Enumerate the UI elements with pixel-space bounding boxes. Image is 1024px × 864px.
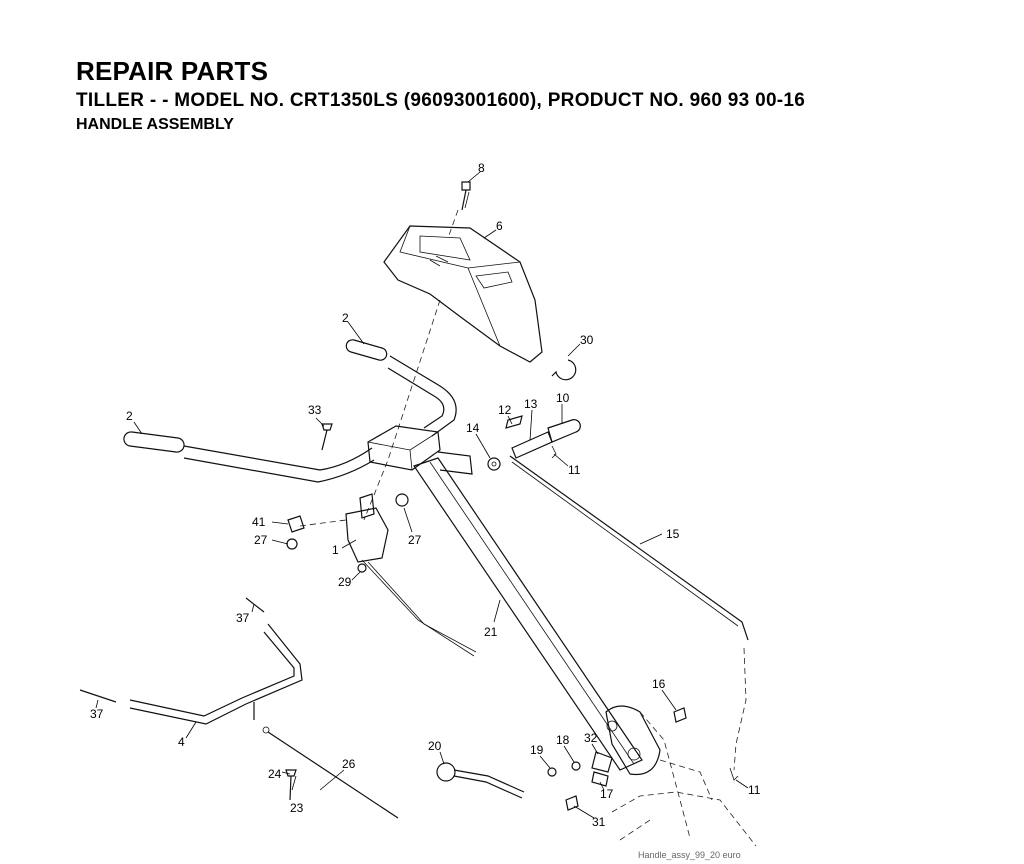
callout-23: 23	[290, 801, 304, 815]
file-label: Handle_assy_99_20 euro	[638, 850, 741, 860]
callout-33: 33	[308, 403, 322, 417]
callout-16: 16	[652, 677, 666, 691]
page-title: REPAIR PARTS	[76, 56, 269, 86]
callout-19: 19	[530, 743, 544, 757]
callout-29: 29	[338, 575, 352, 589]
callout-2-lower: 2	[126, 409, 133, 423]
screw-8	[461, 181, 471, 211]
callout-6: 6	[496, 219, 503, 233]
callout-2-upper: 2	[342, 311, 349, 325]
control-lever-parts	[487, 415, 581, 471]
callout-12: 12	[498, 403, 512, 417]
callout-31: 31	[592, 815, 606, 829]
callout-8: 8	[478, 161, 485, 175]
callout-11-upper: 11	[568, 463, 581, 477]
frame-outline	[611, 711, 757, 847]
callout-27-left: 27	[254, 533, 268, 547]
small-hardware	[547, 707, 739, 811]
callout-26: 26	[342, 757, 356, 771]
callout-41: 41	[252, 515, 266, 529]
bolt-23-24	[285, 769, 297, 801]
clip-30	[551, 359, 577, 381]
callout-1: 1	[332, 543, 339, 557]
callout-30: 30	[580, 333, 594, 347]
callout-27-right: 27	[408, 533, 422, 547]
callout-11-lower: 11	[748, 783, 761, 797]
callout-17: 17	[600, 787, 614, 801]
model-subtitle: TILLER - - MODEL NO. CRT1350LS (96093001…	[76, 90, 806, 111]
callout-15: 15	[666, 527, 680, 541]
control-rod-15	[509, 455, 749, 641]
callout-21: 21	[484, 625, 498, 639]
handlebar	[183, 355, 457, 483]
cable-26	[262, 726, 399, 819]
handle-column-21	[413, 457, 661, 776]
callout-37-upper: 37	[236, 611, 250, 625]
bolt-33	[321, 423, 333, 451]
callout-13: 13	[524, 397, 538, 411]
clutch-lever-4	[79, 597, 303, 725]
callout-leaders	[95, 171, 749, 819]
callout-20: 20	[428, 739, 442, 753]
column-bracket	[367, 425, 473, 475]
handle-grips	[123, 339, 388, 453]
callout-14: 14	[466, 421, 480, 435]
callout-18: 18	[556, 733, 570, 747]
lever-bracket-parts	[286, 493, 477, 657]
callout-37-lower: 37	[90, 707, 104, 721]
callout-10: 10	[556, 391, 570, 405]
console-cover	[383, 225, 543, 363]
callout-4: 4	[178, 735, 185, 749]
section-heading: HANDLE ASSEMBLY	[76, 116, 234, 133]
shift-lever-20	[436, 762, 525, 799]
callout-32: 32	[584, 731, 598, 745]
callout-24: 24	[268, 767, 282, 781]
